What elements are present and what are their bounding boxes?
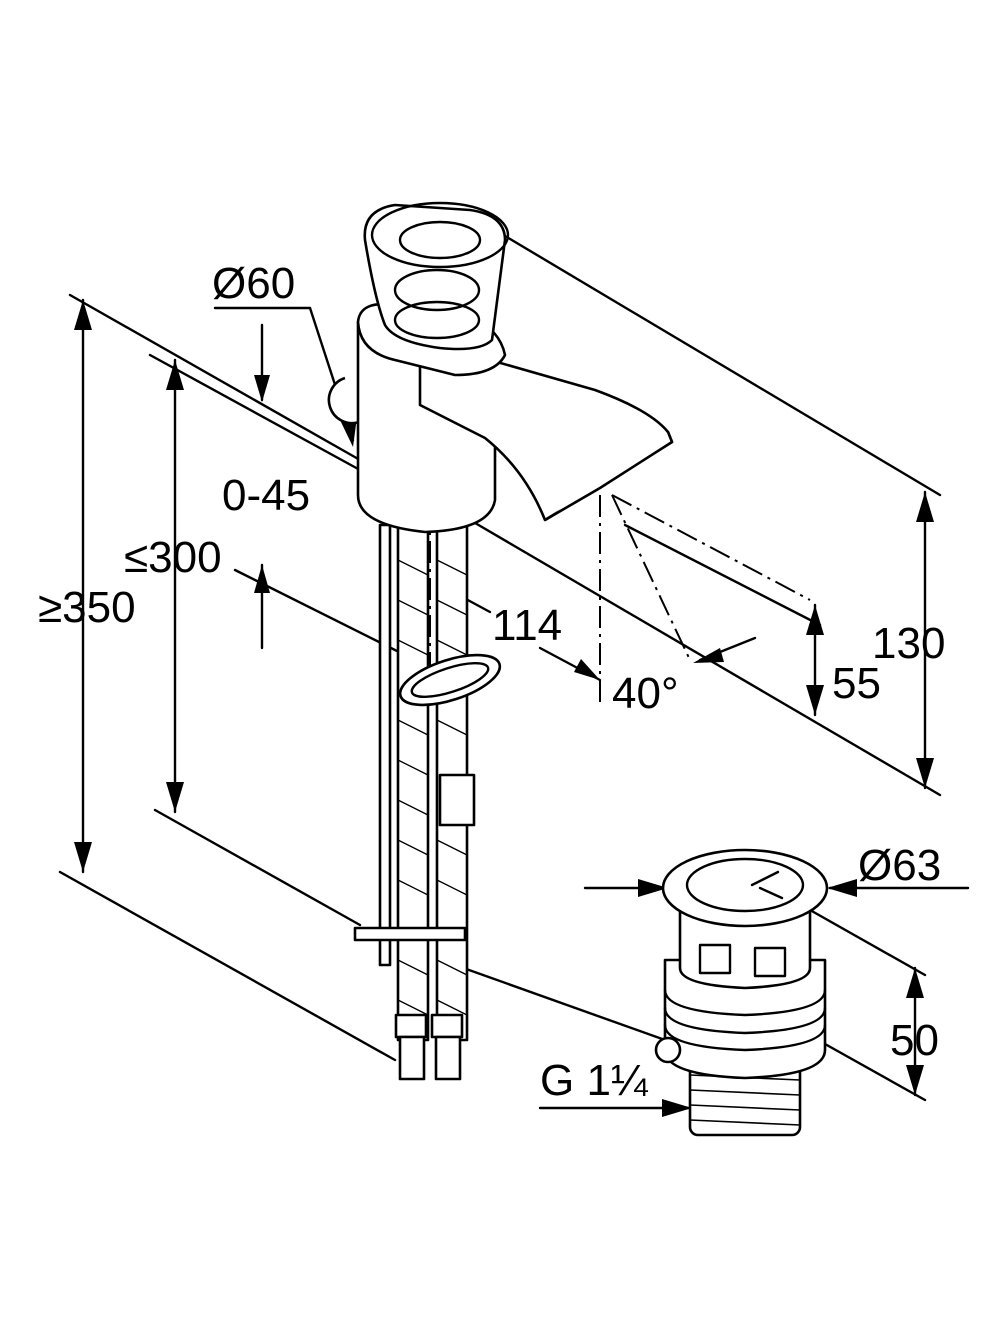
supply-hoses [353, 523, 476, 1042]
label-spout-clearance: 55 [832, 659, 881, 708]
dimension-labels: Ø60 0-45 ≤300 ≥350 114 40° 55 130 Ø63 50… [38, 259, 945, 1105]
tap-body [327, 302, 674, 534]
label-spray-angle: 40° [612, 669, 679, 718]
label-waste-diameter: Ø63 [858, 841, 941, 890]
dimension-lines [74, 298, 970, 1117]
hose-connectors [394, 1013, 464, 1081]
label-thread: G 1¼ [540, 1056, 649, 1105]
fixing-ring [398, 653, 502, 707]
handle-cap [363, 201, 510, 351]
label-spout-reach: 114 [492, 601, 562, 650]
label-waste-height: 50 [890, 1016, 939, 1065]
label-min-height: ≥350 [38, 583, 136, 632]
label-overall-height: 130 [872, 619, 945, 668]
label-handle-rotation: 0-45 [222, 471, 310, 520]
label-max-height: ≤300 [124, 533, 222, 582]
pop-up-waste [654, 848, 829, 1137]
label-handle-diameter: Ø60 [212, 259, 295, 308]
